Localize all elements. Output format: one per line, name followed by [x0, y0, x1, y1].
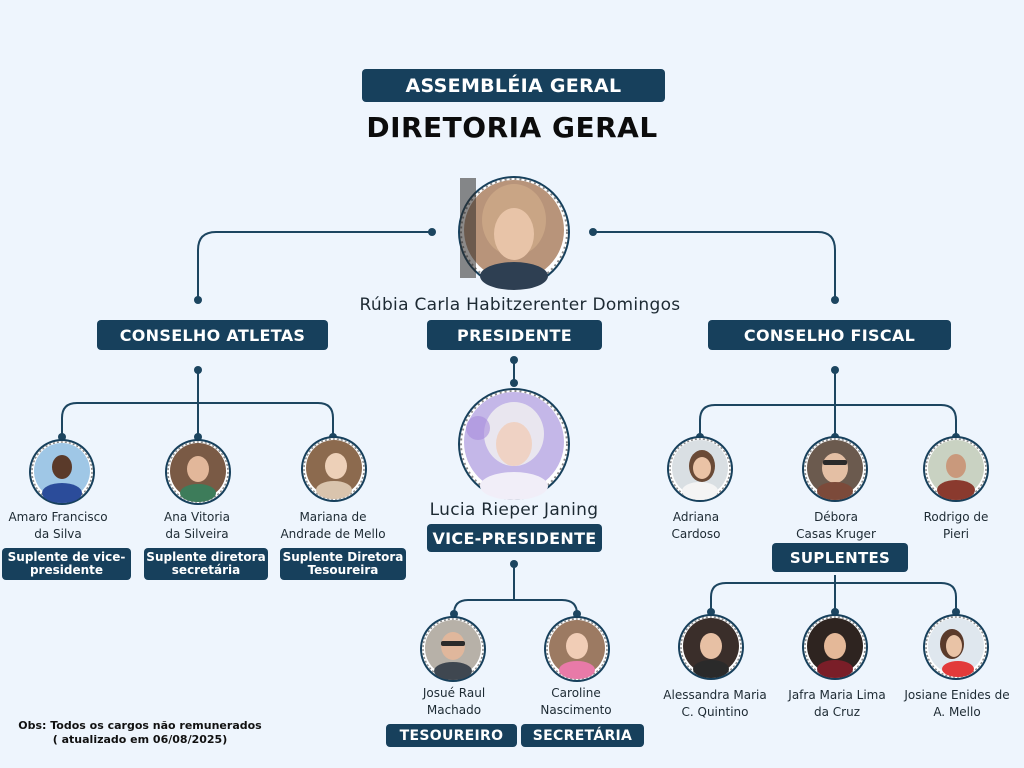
president-role-banner: PRESIDENTE — [427, 320, 602, 350]
avatar-ana-vitoria — [165, 439, 231, 505]
vice-president-name: Lucia Rieper Janing — [429, 500, 599, 520]
secretary-role-badge: SECRETÁRIA — [521, 724, 644, 747]
avatar-josue — [420, 616, 486, 682]
avatar-josiane — [923, 614, 989, 680]
avatar-jafra — [802, 614, 868, 680]
avatar-debora — [802, 436, 868, 502]
assembly-banner: ASSEMBLÉIA GERAL — [362, 69, 665, 102]
member-name: Ana Vitoria da Silveira — [164, 510, 230, 541]
officer-name: Josué Raul Machado — [422, 686, 486, 717]
member-role-badge: Suplente Diretora Tesoureira — [280, 548, 406, 580]
member-name: Adriana Cardoso — [671, 510, 721, 541]
member-role-badge: Suplente de vice- presidente — [2, 548, 131, 580]
avatar-adriana — [667, 436, 733, 502]
member-name: Mariana de Andrade de Mello — [280, 510, 386, 541]
fiscal-council-banner: CONSELHO FISCAL — [708, 320, 951, 350]
avatar-rodrigo — [923, 436, 989, 502]
avatar-president — [458, 176, 570, 290]
member-role-badge: Suplente diretora secretária — [144, 548, 268, 580]
member-name: Débora Casas Kruger — [796, 510, 876, 541]
avatar-alessandra — [678, 614, 744, 680]
substitutes-banner: SUPLENTES — [772, 543, 908, 572]
treasurer-role-badge: TESOUREIRO — [386, 724, 517, 747]
substitute-name: Josiane Enides de A. Mello — [904, 688, 1010, 719]
vice-president-role-banner: VICE-PRESIDENTE — [427, 524, 602, 552]
avatar-vice-president — [458, 388, 570, 500]
member-name: Amaro Francisco da Silva — [8, 510, 108, 541]
president-name: Rúbia Carla Habitzerenter Domingos — [359, 295, 681, 315]
athletes-council-banner: CONSELHO ATLETAS — [97, 320, 328, 350]
avatar-amaro — [29, 439, 95, 505]
substitute-name: Jafra Maria Lima da Cruz — [788, 688, 886, 719]
footer-note: Obs: Todos os cargos não remunerados ( a… — [18, 719, 262, 746]
avatar-caroline — [544, 616, 610, 682]
officer-name: Caroline Nascimento — [540, 686, 612, 717]
substitute-name: Alessandra Maria C. Quintino — [663, 688, 767, 719]
avatar-mariana — [301, 436, 367, 502]
page-title: DIRETORIA GERAL — [366, 111, 658, 144]
member-name: Rodrigo de Pieri — [923, 510, 989, 541]
